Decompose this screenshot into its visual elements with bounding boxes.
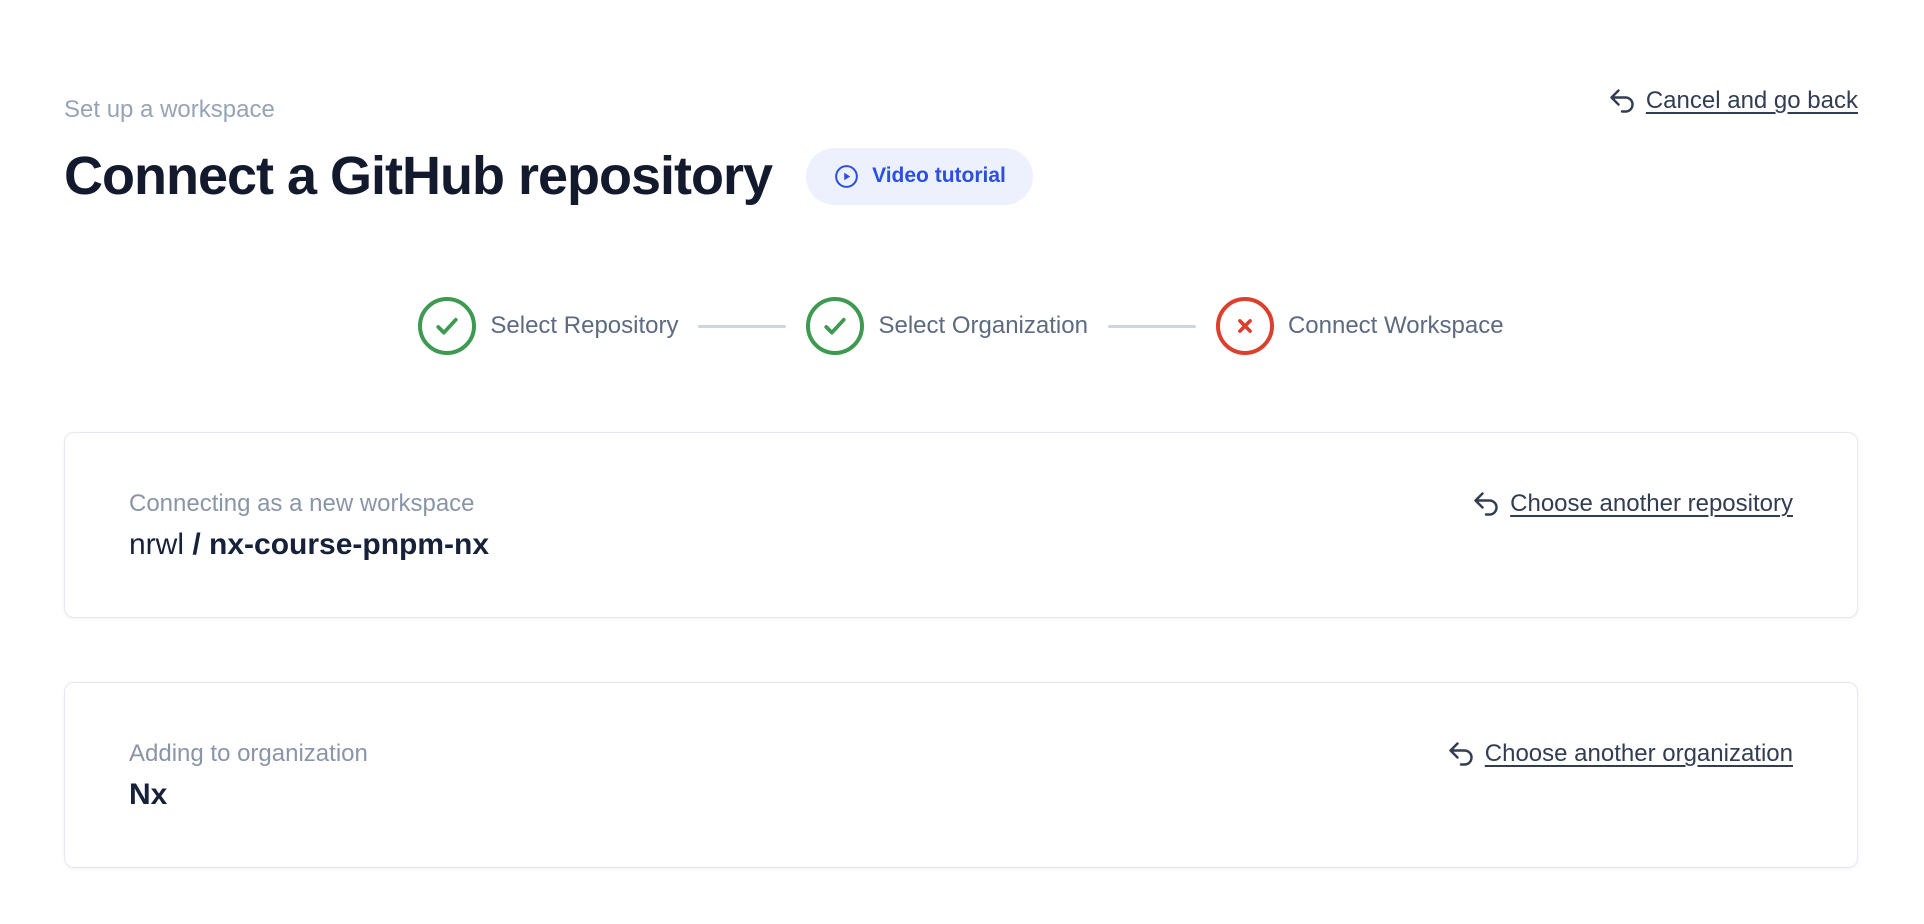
cancel-and-go-back-link[interactable]: Cancel and go back: [1608, 86, 1858, 116]
repository-name: nrwl / nx-course-pnpm-nx: [129, 525, 489, 565]
step-select-organization: Select Organization: [806, 297, 1088, 355]
choose-another-repository-link[interactable]: Choose another repository: [1472, 489, 1793, 519]
organization-info: Adding to organization Nx: [129, 739, 368, 815]
organization-card: Adding to organization Nx Choose another…: [64, 682, 1858, 868]
choose-another-organization-label: Choose another organization: [1484, 740, 1793, 767]
organization-card-label: Adding to organization: [129, 740, 368, 767]
cancel-link-label: Cancel and go back: [1645, 87, 1858, 114]
x-circle-icon: [1215, 297, 1274, 355]
step-connect-workspace: Connect Workspace: [1215, 297, 1504, 355]
undo-arrow-icon: [1608, 87, 1636, 115]
step-label: Connect Workspace: [1287, 312, 1504, 339]
video-tutorial-button[interactable]: Video tutorial: [806, 147, 1033, 205]
stepper-connector: [698, 324, 787, 328]
undo-arrow-icon: [1472, 490, 1500, 518]
choose-another-repository-label: Choose another repository: [1510, 490, 1793, 517]
organization-title: Nx: [129, 778, 168, 811]
step-label: Select Repository: [490, 312, 679, 339]
repository-card-label: Connecting as a new workspace: [129, 490, 475, 517]
page-title: Connect a GitHub repository: [64, 146, 773, 206]
undo-arrow-icon: [1447, 740, 1475, 768]
repository-owner: nrwl: [129, 528, 193, 561]
choose-another-organization-link[interactable]: Choose another organization: [1447, 739, 1793, 769]
repository-slug: / nx-course-pnpm-nx: [192, 528, 490, 561]
stepper-connector: [1107, 324, 1196, 328]
repository-card: Connecting as a new workspace nrwl / nx-…: [64, 432, 1858, 618]
video-tutorial-label: Video tutorial: [872, 164, 1006, 187]
check-circle-icon: [418, 297, 477, 355]
title-row: Connect a GitHub repository Video tutori…: [64, 145, 1858, 207]
stepper: Select Repository Select Organization Co…: [64, 297, 1858, 355]
organization-name: Nx: [129, 775, 368, 815]
repository-info: Connecting as a new workspace nrwl / nx-…: [129, 489, 489, 565]
step-select-repository: Select Repository: [418, 297, 678, 355]
step-label: Select Organization: [878, 312, 1088, 339]
setup-workspace-page: Cancel and go back Set up a workspace Co…: [64, 86, 1858, 868]
check-circle-icon: [806, 297, 865, 355]
eyebrow-text: Set up a workspace: [64, 96, 275, 123]
play-circle-icon: [833, 163, 860, 190]
